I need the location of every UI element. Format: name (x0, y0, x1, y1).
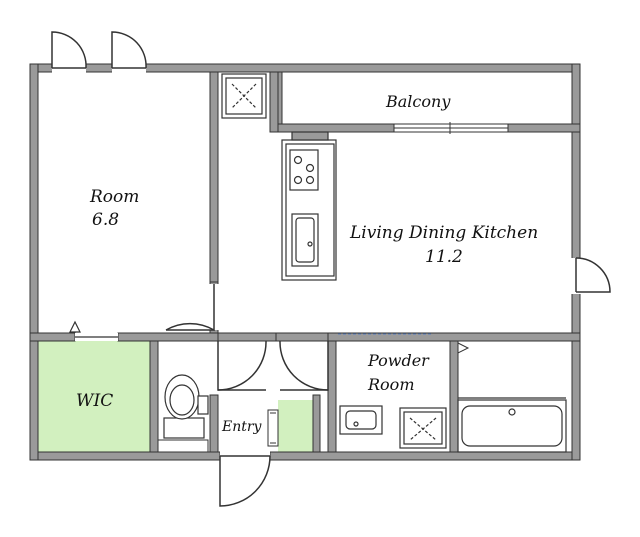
bathtub-icon (457, 397, 567, 453)
room-door (165, 284, 219, 332)
hall-doors (217, 340, 329, 391)
balcony-label: Balcony (385, 92, 451, 111)
wic-door (69, 320, 118, 341)
vent-icon (221, 73, 267, 119)
stove-icon (289, 149, 319, 191)
room-label: Room (89, 187, 139, 207)
washbasin-icon (339, 405, 383, 435)
sink-icon (291, 213, 319, 267)
entry-label: Entry (221, 419, 263, 435)
interior-walls (29, 71, 581, 453)
balcony-window (393, 122, 509, 134)
entry-door (219, 450, 271, 507)
wic-label: WIC (76, 391, 113, 411)
room-size: 6.8 (92, 210, 119, 230)
wic-area (38, 341, 150, 452)
toilet-icon (163, 374, 209, 439)
ldk-size: 11.2 (425, 247, 463, 267)
balcony-partition (277, 71, 283, 125)
entry-cabinet (157, 409, 279, 453)
powder-door (338, 333, 470, 354)
washer-pan-icon (399, 407, 447, 449)
ldk-label: Living Dining Kitchen (349, 223, 538, 243)
powder-room-label-line1: Powder (367, 351, 430, 370)
ldk-side-door (570, 257, 611, 294)
door-swing-icon (51, 31, 147, 74)
entry-shoe-area (278, 400, 313, 452)
powder-room-label-line2: Room (367, 375, 414, 394)
